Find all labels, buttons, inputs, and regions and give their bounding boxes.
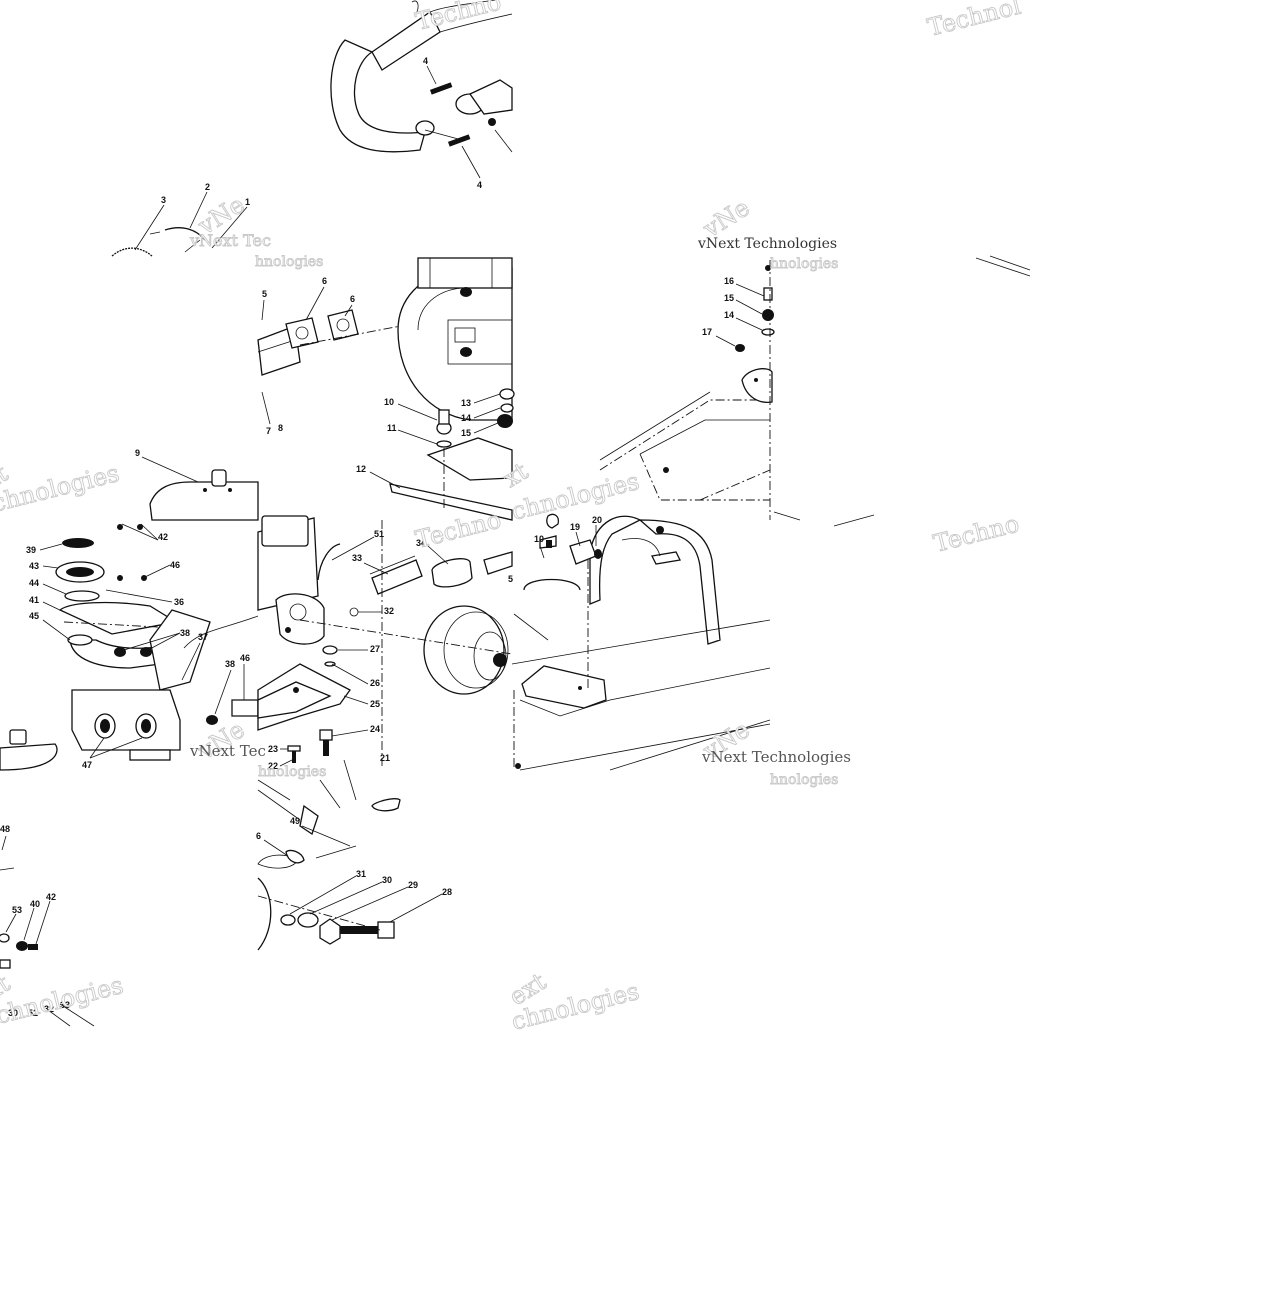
callout: 19 — [570, 522, 580, 532]
watermark-fragment: Techno — [413, 506, 504, 554]
callout: 29 — [408, 880, 418, 890]
callout: 52 — [28, 1008, 38, 1018]
callout: 40 — [30, 899, 40, 909]
engine-lower-assembly — [257, 515, 513, 951]
watermark-fragment: vNext Technologies — [701, 748, 851, 766]
callout: 45 — [29, 611, 39, 621]
callout: 22 — [268, 761, 278, 771]
fuel-hose-parts: 3 2 1 — [111, 182, 250, 257]
callout: 41 — [29, 595, 39, 605]
watermark-fragment: Technol — [925, 0, 1024, 42]
callout: 25 — [370, 699, 380, 709]
watermark-fragment: Techno — [931, 510, 1022, 558]
callout: 4 — [477, 180, 482, 190]
watermark-fragment: hnologies — [258, 764, 326, 780]
callout: 21 — [380, 753, 390, 763]
callout: 33 — [60, 1000, 70, 1010]
callout: 6 — [256, 831, 261, 841]
callout: 9 — [135, 448, 140, 458]
callout: 49 — [290, 816, 300, 826]
callout: 38 — [225, 659, 235, 669]
callout: 6 — [322, 276, 327, 286]
callout: 7 — [266, 426, 271, 436]
callout: 11 — [387, 423, 397, 433]
watermark-fragment: hnologies — [255, 254, 323, 270]
callout: 48 — [0, 824, 10, 834]
callout: 5 — [508, 574, 513, 584]
callout: 39 — [26, 545, 36, 555]
watermark-fragment: vNext Technologies — [697, 236, 837, 252]
callout: 15 — [724, 293, 734, 303]
callout: 43 — [29, 561, 39, 571]
frame-lower-right-callouts: 10 19 20 5 — [508, 515, 602, 584]
bottom-left-fasteners — [0, 835, 95, 1027]
callout: 6 — [350, 294, 355, 304]
callout: 8 — [278, 423, 283, 433]
callout: 17 — [702, 327, 712, 337]
watermark-fragment: hnologies — [770, 256, 838, 272]
callout: 1 — [245, 197, 250, 207]
engine-lower-callouts: 51 33 34 32 27 26 25 24 23 22 21 49 6 31… — [256, 529, 452, 923]
callout: 33 — [352, 553, 362, 563]
callout: 27 — [370, 644, 380, 654]
callout: 20 — [592, 515, 602, 525]
callout: 30 — [382, 875, 392, 885]
watermark-fragment: Techno — [413, 0, 504, 36]
callout: 2 — [205, 182, 210, 192]
watermark-fragment: vNext Tec — [189, 231, 271, 250]
callout: 32 — [384, 606, 394, 616]
engine-cylinder-assembly — [257, 257, 515, 521]
frame-top-right-callouts: 16 15 14 17 — [702, 276, 765, 347]
callout: 28 — [442, 887, 452, 897]
callout: 15 — [461, 428, 471, 438]
callout: 14 — [461, 413, 471, 423]
callout: 3 — [161, 195, 166, 205]
callout: 32 — [44, 1004, 54, 1014]
watermark-fragment: chnologies — [0, 459, 122, 518]
callout: 30 — [8, 1008, 18, 1018]
callout: 23 — [268, 744, 278, 754]
callout: 44 — [29, 578, 39, 588]
callout: 31 — [356, 869, 366, 879]
callout: 14 — [724, 310, 734, 320]
watermark-fragment: hnologies — [770, 772, 838, 788]
callout: 46 — [240, 653, 250, 663]
callout: 38 — [180, 628, 190, 638]
muffler-callouts: 4 4 — [423, 56, 482, 190]
bottom-left-callouts: 48 53 40 42 30 52 32 33 — [0, 824, 70, 1018]
callout: 26 — [370, 678, 380, 688]
callout: 53 — [12, 905, 22, 915]
callout: 12 — [356, 464, 366, 474]
engine-upper-callouts: 5 6 6 7 8 10 11 12 13 14 15 — [261, 276, 501, 489]
frame-lower-right — [511, 513, 771, 771]
callout: 24 — [370, 724, 380, 734]
watermark-fragment: vNext Tec — [189, 742, 266, 760]
frame-top-right — [599, 255, 1031, 527]
callout: 42 — [46, 892, 56, 902]
callout: 10 — [534, 534, 544, 544]
callout: 42 — [158, 532, 168, 542]
callout: 5 — [262, 289, 267, 299]
callout: 47 — [82, 760, 92, 770]
callout: 4 — [423, 56, 428, 66]
callout: 10 — [384, 397, 394, 407]
callout: 13 — [461, 398, 471, 408]
muffler-assembly — [330, 0, 513, 153]
air-intake-callouts: 9 39 43 44 41 45 42 46 36 38 37 38 46 47 — [26, 448, 250, 770]
callout: 37 — [198, 632, 208, 642]
callout: 46 — [170, 560, 180, 570]
callout: 16 — [724, 276, 734, 286]
callout: 36 — [174, 597, 184, 607]
callout: 34 — [416, 538, 426, 548]
callout: 51 — [374, 529, 384, 539]
air-intake-assembly — [0, 469, 259, 771]
